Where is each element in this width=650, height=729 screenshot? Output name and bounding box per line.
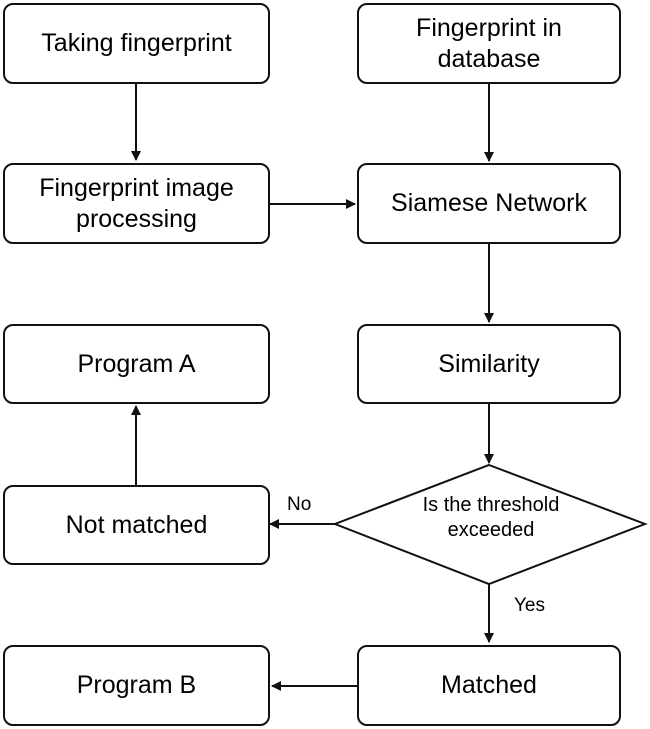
similarity-node: Similarity <box>357 324 621 404</box>
siamese-network-label: Siamese Network <box>391 189 587 217</box>
program-b-label: Program B <box>76 671 197 699</box>
program-a-label: Program A <box>77 349 196 378</box>
not-matched-node: Not matched <box>3 485 270 565</box>
image-processing-label: Fingerprint image processing <box>39 173 234 233</box>
image-processing-node: Fingerprint image processing <box>3 163 270 244</box>
program-a-node: Program A <box>3 324 270 404</box>
fingerprint-in-database-node: Fingerprint in database <box>357 3 621 84</box>
similarity-label: Similarity <box>438 349 540 378</box>
taking-fingerprint-node: Taking fingerprint <box>3 3 270 84</box>
no-edge-label: No <box>287 494 312 515</box>
taking-fingerprint-label: Taking fingerprint <box>41 29 232 57</box>
matched-node: Matched <box>357 645 621 726</box>
program-b-node: Program B <box>3 645 270 726</box>
yes-edge-label: Yes <box>514 595 545 616</box>
threshold-decision-label: Is the threshold exceeded <box>422 494 560 541</box>
matched-label: Matched <box>441 671 537 699</box>
fingerprint-in-database-label: Fingerprint in database <box>416 13 562 73</box>
siamese-network-node: Siamese Network <box>357 163 621 244</box>
not-matched-label: Not matched <box>65 510 208 539</box>
